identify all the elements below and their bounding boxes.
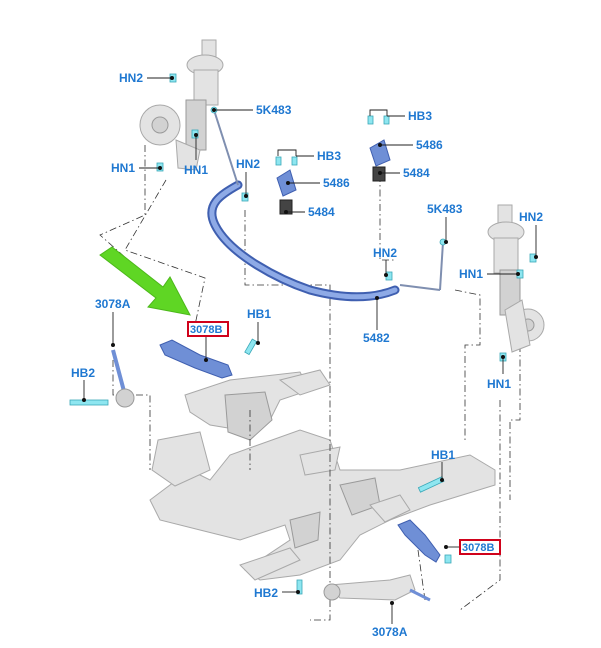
lower-arm-left-3078a (111, 349, 135, 408)
highlight-box-3078b-right (459, 539, 501, 555)
label-hb1-right: HB1 (431, 448, 455, 462)
label-hb3-right: HB3 (408, 109, 432, 123)
left-strut-assembly (139, 39, 224, 171)
label-hn1-left-b: HN1 (184, 163, 208, 177)
label-hb3-mid: HB3 (317, 149, 341, 163)
stabilizer-link-right (399, 238, 447, 291)
stabilizer-link-left (210, 106, 239, 186)
front-subframe (149, 369, 496, 581)
label-hn1-right-b: HN1 (487, 377, 511, 391)
label-5484-mid: 5484 (308, 205, 335, 219)
stabilizer-bar-5482 (207, 180, 400, 302)
label-5482: 5482 (363, 331, 390, 345)
label-5486-right: 5486 (416, 138, 443, 152)
lower-arm-right-3078b (397, 519, 441, 563)
label-hn1-left-a: HN1 (111, 161, 135, 175)
label-hn2-center: HN2 (373, 246, 397, 260)
lower-arm-bottom-3078a (323, 574, 431, 602)
lower-arm-left-3078b (159, 339, 233, 379)
label-hb1-left: HB1 (247, 307, 271, 321)
label-hn2-right: HN2 (519, 210, 543, 224)
stabilizer-bushings (276, 139, 391, 215)
label-hn1-right-a: HN1 (459, 267, 483, 281)
label-5484-right: 5484 (403, 166, 430, 180)
leader-lines (82, 76, 538, 624)
label-hb2-bottom: HB2 (254, 586, 278, 600)
label-5k483-left: 5K483 (256, 103, 292, 117)
label-3078a-left: 3078A (95, 297, 131, 311)
label-3078b-left: 3078B (190, 324, 222, 336)
green-arrow-icon (99, 246, 191, 316)
label-5486-mid: 5486 (323, 176, 350, 190)
label-hn2-mid: HN2 (236, 157, 260, 171)
label-hb2-left: HB2 (71, 366, 95, 380)
right-strut-assembly (487, 204, 545, 353)
label-3078a-bottom: 3078A (372, 625, 408, 639)
label-5k483-right: 5K483 (427, 202, 463, 216)
label-3078b-right: 3078B (462, 542, 494, 554)
label-hn2-top-left: HN2 (119, 71, 143, 85)
highlight-box-3078b-left (187, 321, 229, 337)
